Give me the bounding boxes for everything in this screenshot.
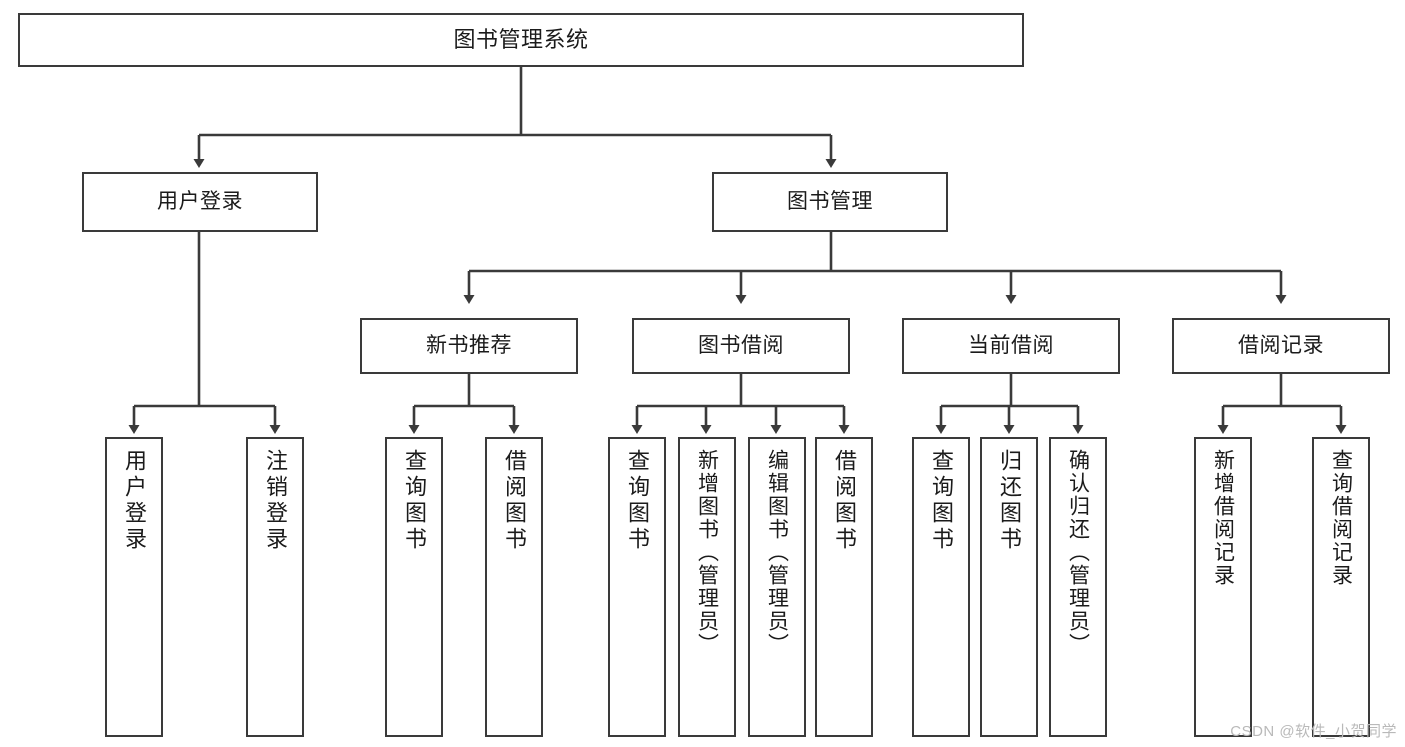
leaf-user-login-login[interactable]: 用户登录: [105, 437, 163, 737]
leaf-book-borrow-borrow[interactable]: 借阅图书: [815, 437, 873, 737]
node-label: 查询借阅记录: [1329, 449, 1353, 587]
node-label: 图书借阅: [698, 333, 784, 357]
leaf-user-login-logout[interactable]: 注销登录: [246, 437, 304, 737]
node-label: 借阅记录: [1238, 333, 1324, 357]
node-label: 查询图书: [625, 449, 650, 553]
node-label: 新增借阅记录: [1211, 449, 1235, 587]
leaf-new-book-borrow[interactable]: 借阅图书: [485, 437, 543, 737]
node-current-borrow[interactable]: 当前借阅: [902, 318, 1120, 374]
node-new-book-recommend[interactable]: 新书推荐: [360, 318, 578, 374]
node-borrow-record[interactable]: 借阅记录: [1172, 318, 1390, 374]
node-label: 新书推荐: [426, 333, 512, 357]
node-label: 用户登录: [157, 189, 243, 213]
leaf-book-borrow-query[interactable]: 查询图书: [608, 437, 666, 737]
leaf-borrow-record-add[interactable]: 新增借阅记录: [1194, 437, 1252, 737]
node-book-borrow[interactable]: 图书借阅: [632, 318, 850, 374]
node-label: 借阅图书: [502, 449, 527, 553]
node-label: 编辑图书（管理员）: [765, 449, 789, 656]
node-label: 图书管理系统: [453, 27, 589, 53]
node-label: 当前借阅: [968, 333, 1054, 357]
node-label: 归还图书: [997, 449, 1022, 553]
leaf-new-book-query[interactable]: 查询图书: [385, 437, 443, 737]
leaf-current-borrow-query[interactable]: 查询图书: [912, 437, 970, 737]
leaf-book-borrow-add[interactable]: 新增图书（管理员）: [678, 437, 736, 737]
leaf-book-borrow-edit[interactable]: 编辑图书（管理员）: [748, 437, 806, 737]
node-label: 图书管理: [787, 189, 873, 213]
node-label: 用户登录: [122, 449, 147, 553]
node-label: 查询图书: [929, 449, 954, 553]
node-root-system[interactable]: 图书管理系统: [18, 13, 1024, 67]
node-label: 新增图书（管理员）: [695, 449, 719, 656]
leaf-borrow-record-query[interactable]: 查询借阅记录: [1312, 437, 1370, 737]
node-label: 查询图书: [402, 449, 427, 553]
leaf-current-borrow-return[interactable]: 归还图书: [980, 437, 1038, 737]
leaf-current-borrow-confirm-return[interactable]: 确认归还（管理员）: [1049, 437, 1107, 737]
node-label: 确认归还（管理员）: [1066, 449, 1090, 656]
node-user-login[interactable]: 用户登录: [82, 172, 318, 232]
node-book-management[interactable]: 图书管理: [712, 172, 948, 232]
node-label: 注销登录: [263, 449, 288, 553]
node-label: 借阅图书: [832, 449, 857, 553]
csdn-watermark: CSDN @软件_小贺同学: [1230, 723, 1397, 740]
